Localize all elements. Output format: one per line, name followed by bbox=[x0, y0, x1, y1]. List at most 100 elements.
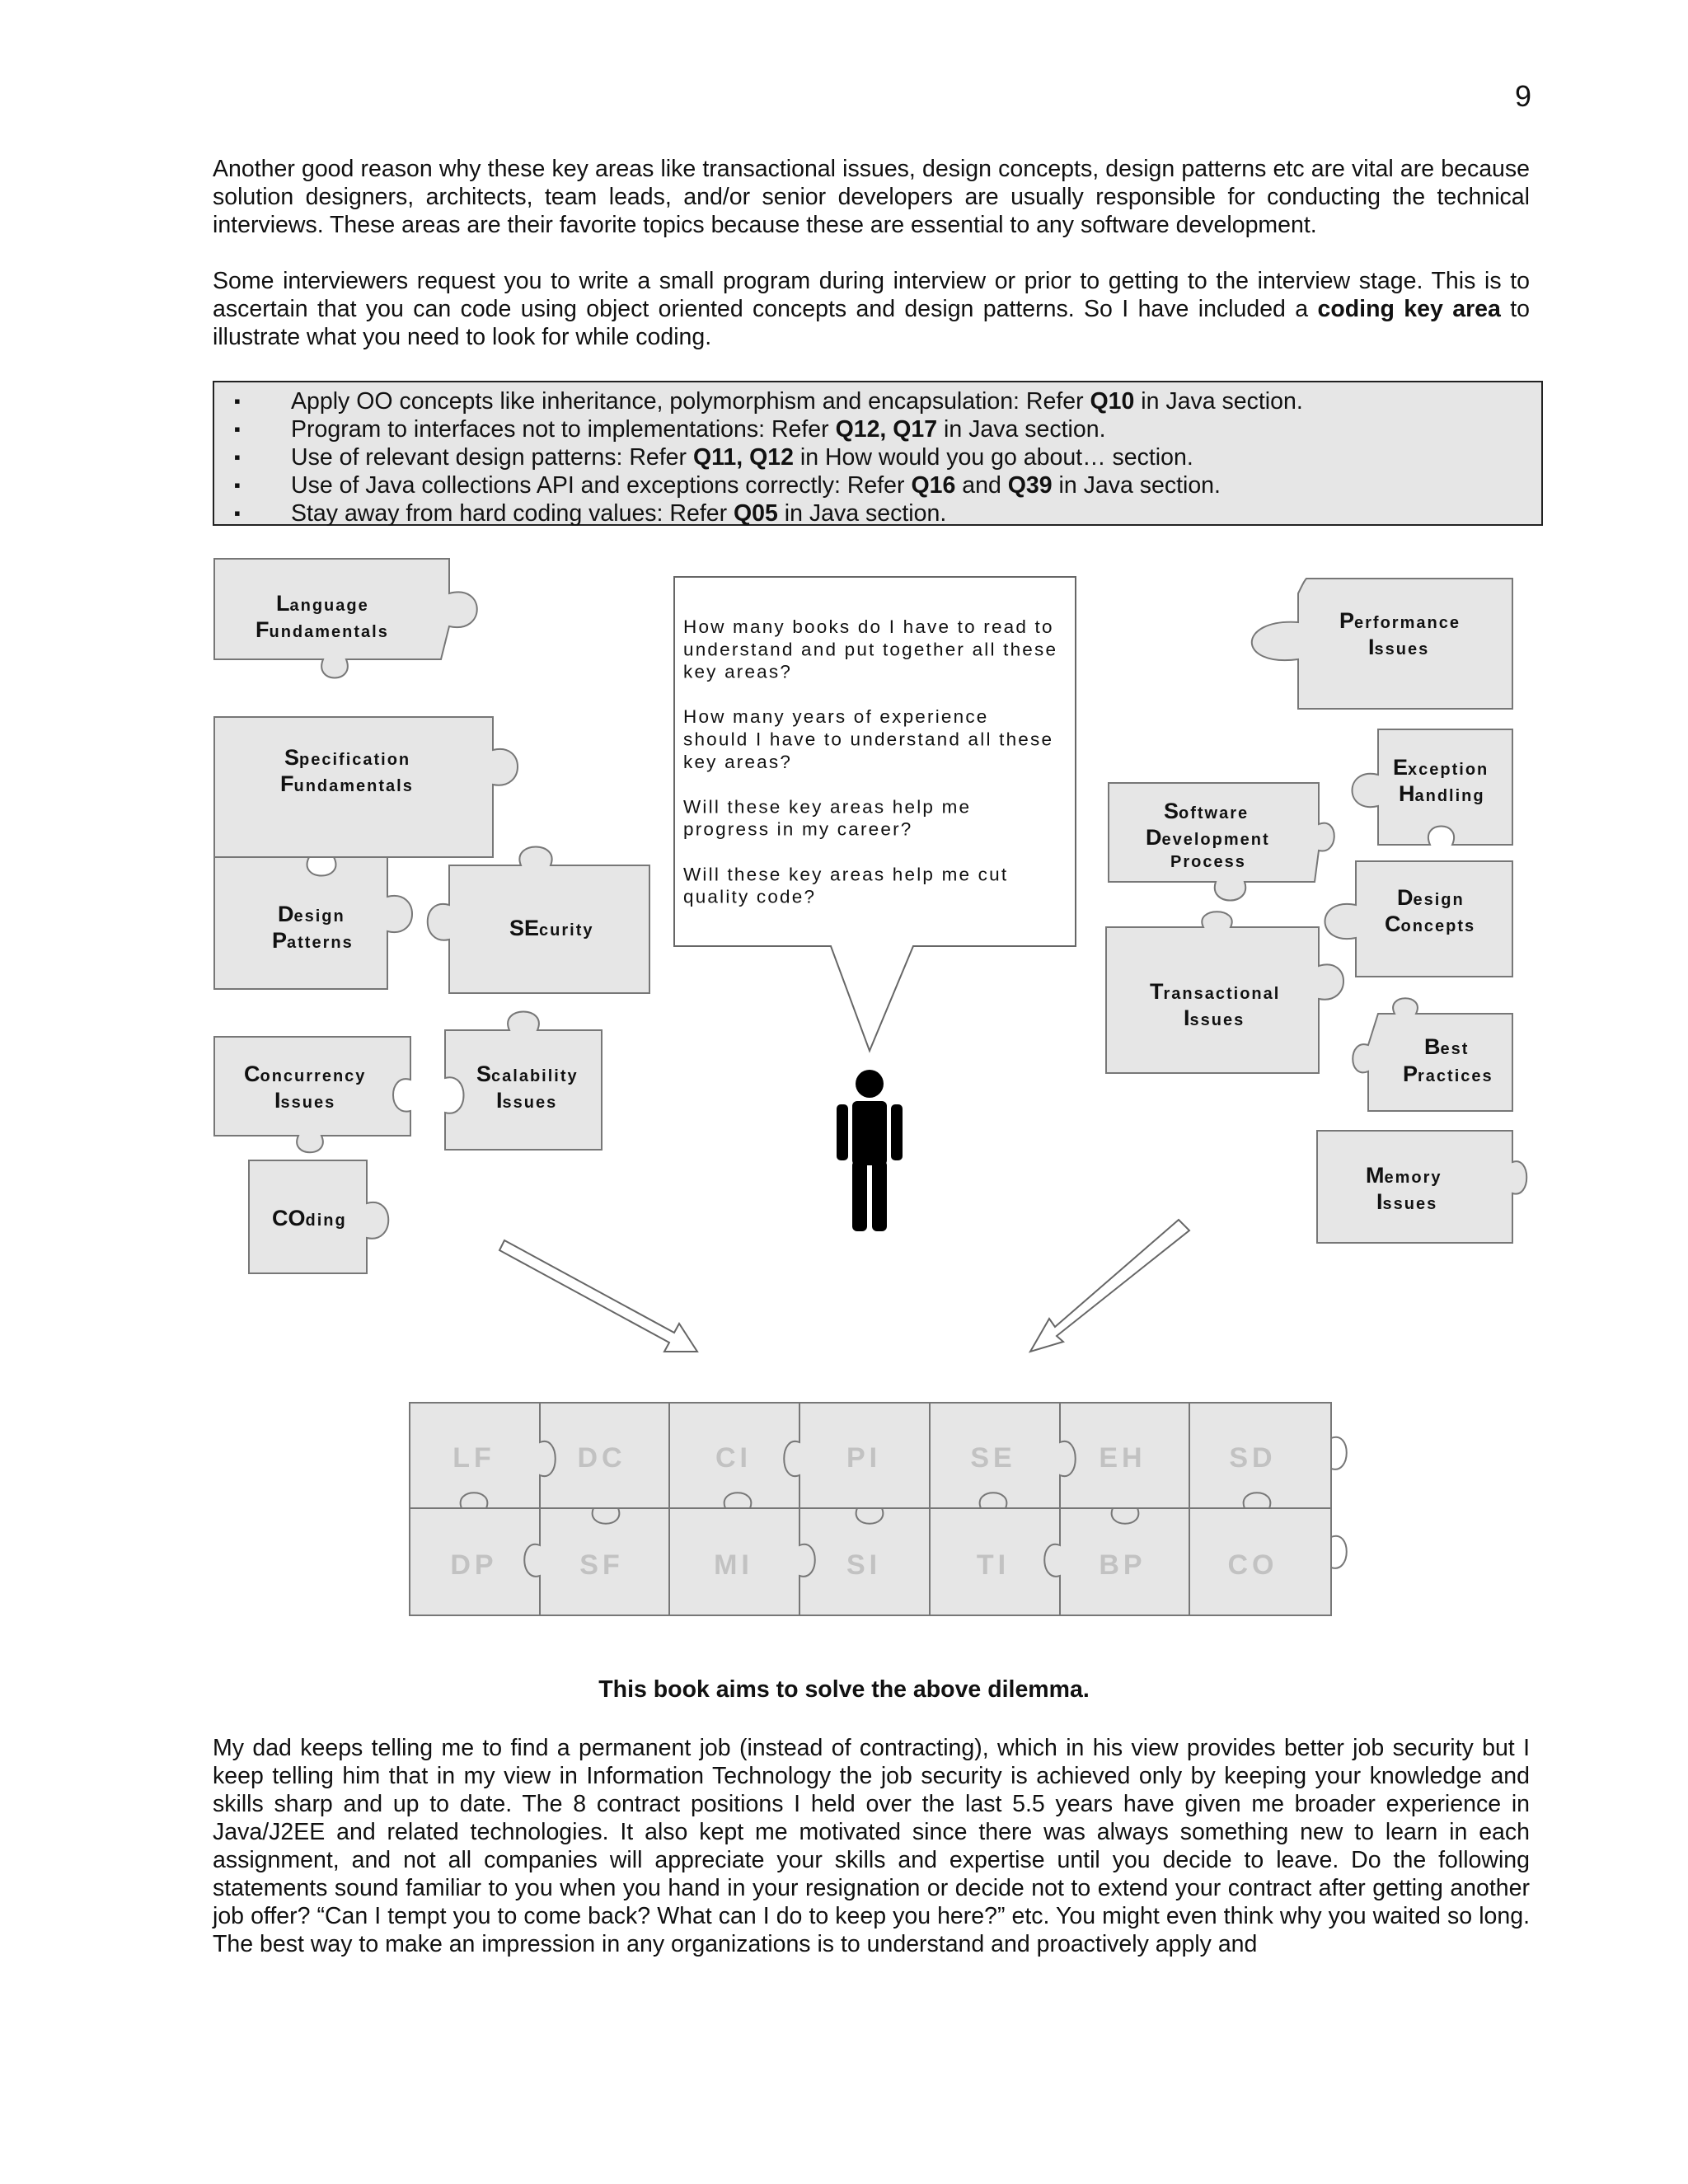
puzzle-piece-label: Patterns bbox=[272, 928, 354, 953]
puzzle-piece-exception-handling bbox=[1351, 729, 1513, 846]
puzzle-piece-label: Language bbox=[276, 591, 369, 616]
key-area-text: in How would you go about… section. bbox=[793, 444, 1193, 471]
paragraph-2: Some interviewers request you to write a… bbox=[213, 267, 1530, 351]
puzzle-piece-label: Process bbox=[1170, 853, 1246, 871]
key-area-text: Stay away from hard coding values: Refer bbox=[291, 500, 734, 527]
puzzle-piece-best-practices bbox=[1352, 997, 1513, 1112]
puzzle-piece-label: Issues bbox=[1184, 1005, 1245, 1030]
paragraph-3: My dad keeps telling me to find a perman… bbox=[213, 1735, 1530, 1957]
puzzle-grid-label: LF bbox=[452, 1442, 495, 1474]
bullet-icon: ▪ bbox=[234, 475, 241, 495]
key-area-ref: Q05 bbox=[734, 500, 778, 527]
puzzle-piece-label: Development bbox=[1146, 825, 1270, 850]
bullet-icon: ▪ bbox=[234, 503, 241, 523]
paragraph-1: Another good reason why these key areas … bbox=[213, 156, 1530, 238]
puzzle-piece-label: Software bbox=[1164, 799, 1249, 823]
figure-caption: This book aims to solve the above dilemm… bbox=[598, 1676, 1090, 1703]
key-area-ref: Q11, Q12 bbox=[692, 444, 794, 471]
puzzle-piece-label: Design bbox=[1397, 885, 1465, 910]
key-area-text: in Java section. bbox=[777, 500, 947, 527]
puzzle-piece-software-development-process bbox=[1108, 782, 1335, 902]
puzzle-piece-transactional-issues bbox=[1105, 911, 1344, 1074]
puzzle-grid-label: BP bbox=[1099, 1549, 1146, 1581]
puzzle-piece-label: Best bbox=[1424, 1034, 1469, 1059]
puzzle-piece-label: Specification bbox=[284, 745, 410, 770]
puzzle-grid-label: SE bbox=[970, 1442, 1015, 1474]
puzzle-piece-label: Scalability bbox=[476, 1062, 579, 1086]
puzzle-piece-label: Issues bbox=[1376, 1189, 1437, 1214]
puzzle-piece-specification-fundamentals bbox=[213, 716, 518, 858]
speech-bubble-line: How many years of experience bbox=[683, 706, 989, 727]
puzzle-piece-security bbox=[426, 846, 650, 994]
puzzle-piece-label: Issues bbox=[1368, 635, 1429, 659]
key-area-text: Use of relevant design patterns: Refer bbox=[291, 444, 693, 471]
speech-bubble-line: Will these key areas help me cut bbox=[683, 864, 1008, 884]
puzzle-piece-label: Practices bbox=[1403, 1062, 1493, 1086]
puzzle-grid-label: CI bbox=[715, 1442, 752, 1474]
puzzle-grid-label: MI bbox=[714, 1549, 753, 1581]
key-area-item: ▪ Apply OO concepts like inheritance, pol… bbox=[214, 387, 1541, 415]
key-area-item: ▪ Stay away from hard coding values: Refe… bbox=[214, 499, 1541, 527]
speech-bubble-text: How many books do I have to read tounder… bbox=[683, 616, 1056, 907]
key-area-text: and bbox=[955, 472, 1008, 499]
puzzle-piece-label: Handling bbox=[1399, 781, 1485, 806]
speech-bubble-line: progress in my career? bbox=[683, 819, 913, 840]
puzzle-piece-memory-issues bbox=[1316, 1130, 1528, 1244]
key-area-ref: Q10 bbox=[1090, 388, 1135, 415]
puzzle-piece-label: COding bbox=[272, 1206, 347, 1230]
puzzle-piece-label: Issues bbox=[496, 1088, 557, 1113]
puzzle-piece-label: Exception bbox=[1393, 755, 1489, 780]
puzzle-grid-label: DP bbox=[450, 1549, 497, 1581]
bullet-icon: ▪ bbox=[234, 419, 241, 439]
key-area-text: Use of Java collections API and exceptio… bbox=[291, 472, 912, 499]
page-number: 9 bbox=[1514, 79, 1531, 113]
coding-key-area-box: ▪ Apply OO concepts like inheritance, pol… bbox=[213, 381, 1543, 527]
speech-bubble-line: Will these key areas help me bbox=[683, 796, 971, 817]
puzzle-grid-label: EH bbox=[1099, 1442, 1146, 1474]
arrow-left-to-grid-icon bbox=[498, 1239, 699, 1352]
key-area-text: in Java section. bbox=[1134, 388, 1303, 415]
key-area-ref: Q16 bbox=[911, 472, 956, 499]
puzzle-grid-lines bbox=[410, 1403, 1348, 1615]
key-area-text: Apply OO concepts like inheritance, poly… bbox=[291, 388, 1090, 415]
puzzle-piece-design-concepts bbox=[1324, 860, 1513, 977]
speech-bubble-line: How many books do I have to read to bbox=[683, 616, 1054, 637]
puzzle-piece-scalability bbox=[444, 1010, 603, 1151]
puzzle-piece-label: SEcurity bbox=[509, 916, 594, 940]
speech-bubble-line: key areas? bbox=[683, 752, 792, 772]
puzzle-piece-label: Performance bbox=[1339, 608, 1461, 633]
paragraph-2-text-b: to illustrate what you need to look for … bbox=[213, 296, 1531, 350]
key-area-item: ▪Program to interfaces not to implementa… bbox=[214, 415, 1541, 443]
bullet-icon: ▪ bbox=[234, 447, 241, 467]
speech-bubble bbox=[673, 576, 1076, 1053]
puzzle-piece-label: Memory bbox=[1366, 1163, 1442, 1188]
key-area-ref: Q39 bbox=[1007, 472, 1053, 499]
bullet-icon: ▪ bbox=[234, 391, 241, 411]
puzzle-piece-label: Fundamentals bbox=[280, 771, 414, 796]
puzzle-piece-label: Concepts bbox=[1385, 912, 1475, 936]
key-area-text: in Java section. bbox=[1052, 472, 1221, 499]
puzzle-piece-language-fundamentals bbox=[213, 558, 478, 679]
key-area-ref: Q12, Q17 bbox=[835, 416, 938, 443]
puzzle-grid-label: DC bbox=[577, 1442, 626, 1474]
puzzle-grid-label: SI bbox=[846, 1549, 881, 1581]
arrow-right-to-grid-icon bbox=[1028, 1218, 1191, 1353]
paragraph-2-text-a: Some interviewers request you to write a… bbox=[213, 268, 1530, 322]
paragraph-2-bold: coding key area bbox=[1317, 296, 1501, 322]
speech-bubble-line: quality code? bbox=[683, 887, 816, 907]
puzzle-piece-label: Concurrency bbox=[244, 1062, 366, 1086]
puzzle-piece-label: Issues bbox=[274, 1088, 335, 1113]
speech-bubble-line: should I have to understand all these bbox=[683, 729, 1053, 750]
puzzle-piece-coding bbox=[248, 1160, 390, 1274]
key-area-text: in Java section. bbox=[937, 416, 1106, 443]
puzzle-piece-concurrency bbox=[213, 1036, 411, 1154]
puzzle-piece-design-patterns bbox=[213, 856, 413, 990]
puzzle-grid-label: SD bbox=[1229, 1442, 1276, 1474]
person-icon bbox=[837, 1070, 903, 1231]
puzzle-piece-label: Fundamentals bbox=[256, 617, 389, 642]
key-area-list: ▪ Apply OO concepts like inheritance, pol… bbox=[214, 382, 1541, 527]
puzzle-grid-label: SF bbox=[579, 1549, 623, 1581]
puzzle-grid-label: CO bbox=[1228, 1549, 1278, 1581]
puzzle-grid-label: PI bbox=[846, 1442, 881, 1474]
puzzle-grid-label: TI bbox=[977, 1549, 1010, 1581]
